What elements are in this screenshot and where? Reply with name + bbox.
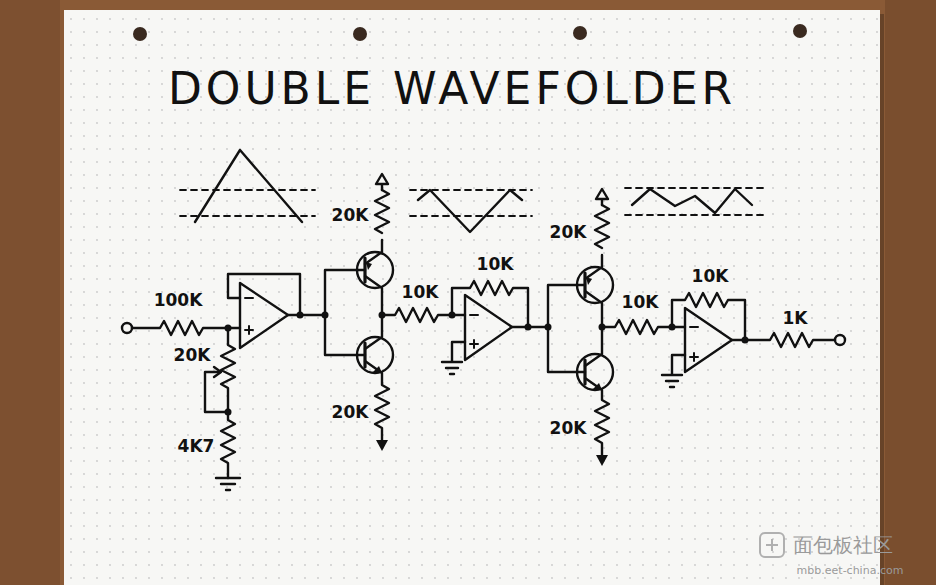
resistor-value: 4K7 — [178, 436, 215, 456]
resistor-value: 10K — [402, 282, 439, 302]
watermark-text: 面包板社区 — [793, 532, 893, 559]
resistor-value: 10K — [477, 254, 514, 274]
resistor-value: 20K — [550, 418, 587, 438]
resistor-value: 10K — [622, 292, 659, 312]
watermark-text: mbb.eet-china.com — [797, 564, 904, 577]
resistor-value: 20K — [332, 205, 369, 225]
resistor-value: 20K — [332, 402, 369, 422]
resistor-value: 100K — [154, 290, 203, 310]
resistor-value: 20K — [174, 345, 211, 365]
title-text: DOUBLE WAVEFOLDER — [168, 63, 736, 114]
resistor-value: 1K — [782, 308, 807, 328]
resistor-value: 10K — [692, 266, 729, 286]
resistor-value: 20K — [550, 222, 587, 242]
